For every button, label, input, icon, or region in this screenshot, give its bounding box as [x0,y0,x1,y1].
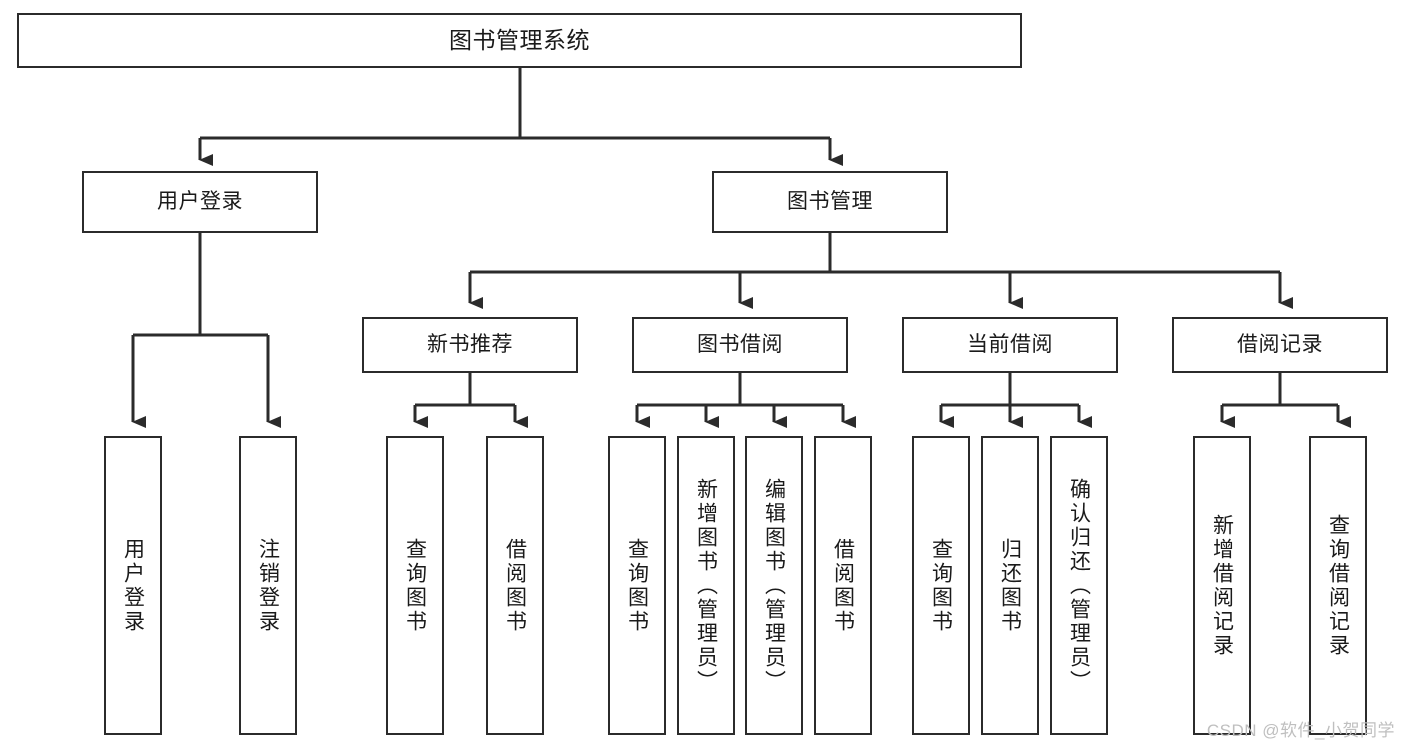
leaf-records-add-record[interactable]: 新增借阅记录 [1193,436,1251,735]
node-borrow-records[interactable]: 借阅记录 [1172,317,1388,373]
leaf-current-confirm-return[interactable]: 确认归还（管理员） [1050,436,1108,735]
leaf-user-login-logout[interactable]: 注销登录 [239,436,297,735]
leaf-current-return-book[interactable]: 归还图书 [981,436,1039,735]
leaf-new-book-query[interactable]: 查询图书 [386,436,444,735]
node-label: 新书推荐 [427,332,513,356]
leaf-borrow-edit-book[interactable]: 编辑图书（管理员） [745,436,803,735]
node-label: 借阅图书 [503,537,527,634]
node-label: 图书借阅 [697,332,783,356]
node-label: 当前借阅 [967,332,1053,356]
leaf-records-query-record[interactable]: 查询借阅记录 [1309,436,1367,735]
node-label: 新增图书（管理员） [694,477,718,694]
node-label: 查询图书 [929,537,953,634]
node-label: 借阅记录 [1237,332,1323,356]
leaf-borrow-borrow-book[interactable]: 借阅图书 [814,436,872,735]
node-label: 归还图书 [998,537,1022,634]
leaf-new-book-borrow[interactable]: 借阅图书 [486,436,544,735]
node-label: 借阅图书 [831,537,855,634]
node-book-management-system[interactable]: 图书管理系统 [17,13,1022,68]
node-label: 图书管理系统 [449,26,590,53]
leaf-borrow-add-book[interactable]: 新增图书（管理员） [677,436,735,735]
node-label: 新增借阅记录 [1210,513,1234,658]
node-label: 确认归还（管理员） [1067,477,1091,694]
node-book-management[interactable]: 图书管理 [712,171,948,233]
node-new-book-recommend[interactable]: 新书推荐 [362,317,578,373]
leaf-borrow-query-book[interactable]: 查询图书 [608,436,666,735]
leaf-current-query-book[interactable]: 查询图书 [912,436,970,735]
node-label: 查询图书 [625,537,649,634]
node-label: 编辑图书（管理员） [762,477,786,694]
node-current-borrow[interactable]: 当前借阅 [902,317,1118,373]
node-label: 注销登录 [256,537,280,634]
node-label: 用户登录 [121,537,145,634]
node-label: 查询图书 [403,537,427,634]
node-user-login[interactable]: 用户登录 [82,171,318,233]
leaf-user-login-login[interactable]: 用户登录 [104,436,162,735]
node-label: 用户登录 [157,189,243,213]
node-book-borrow[interactable]: 图书借阅 [632,317,848,373]
node-label: 查询借阅记录 [1326,513,1350,658]
node-label: 图书管理 [787,189,873,213]
